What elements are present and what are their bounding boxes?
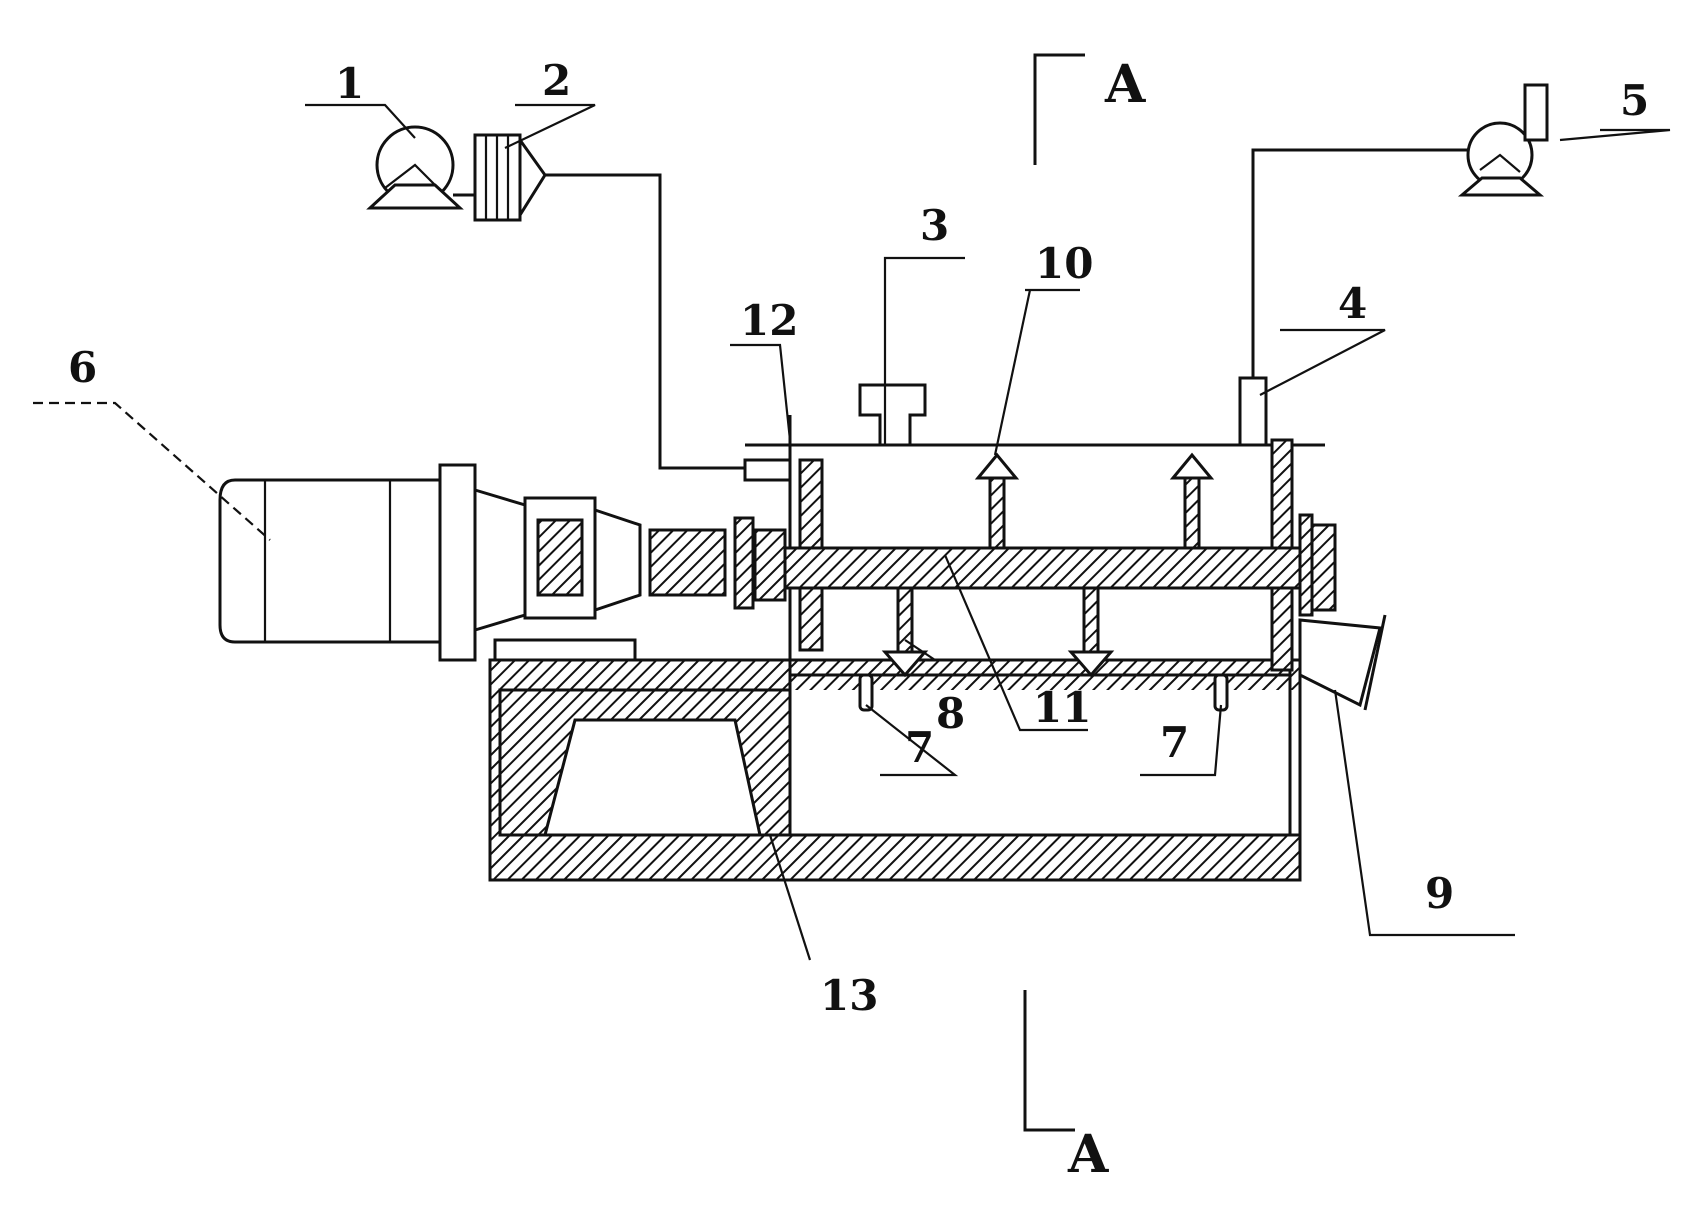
leader-lines: [33, 103, 1671, 961]
label-1: 1: [335, 59, 364, 108]
return-pipe: [1251, 148, 1468, 378]
label-4: 4: [1338, 279, 1367, 328]
filter-2: [473, 133, 547, 222]
label-7b: 7: [1160, 718, 1189, 767]
blower-5: [1457, 83, 1549, 197]
bearings: [733, 513, 1337, 617]
air-inlet-pipe: [743, 415, 792, 482]
label-2: 2: [542, 56, 571, 105]
label-8: 8: [936, 689, 965, 738]
section-marker-bottom: A: [1023, 990, 1109, 1185]
label-3: 3: [920, 201, 949, 250]
label-7a: 7: [905, 723, 934, 772]
supply-pipe: [545, 173, 745, 470]
label-9: 9: [1425, 869, 1454, 918]
label-11: 11: [1033, 683, 1091, 732]
section-label-bottom: A: [1067, 1124, 1109, 1185]
discharge-chute: [1298, 614, 1387, 711]
main-shaft: [753, 546, 1332, 590]
label-10: 10: [1035, 239, 1093, 288]
base-frame: [488, 658, 1302, 882]
paddles: [881, 452, 1215, 678]
blower-1: [366, 125, 475, 210]
label-12: 12: [740, 296, 798, 345]
feed-inlet: [858, 383, 927, 447]
air-outlet-port: [1238, 376, 1268, 447]
section-marker-top: A: [1033, 53, 1146, 165]
label-13: 13: [820, 971, 878, 1020]
motor-assembly: [218, 463, 727, 662]
label-5: 5: [1620, 76, 1649, 125]
label-6: 6: [68, 343, 97, 392]
section-label-top: A: [1104, 54, 1146, 115]
